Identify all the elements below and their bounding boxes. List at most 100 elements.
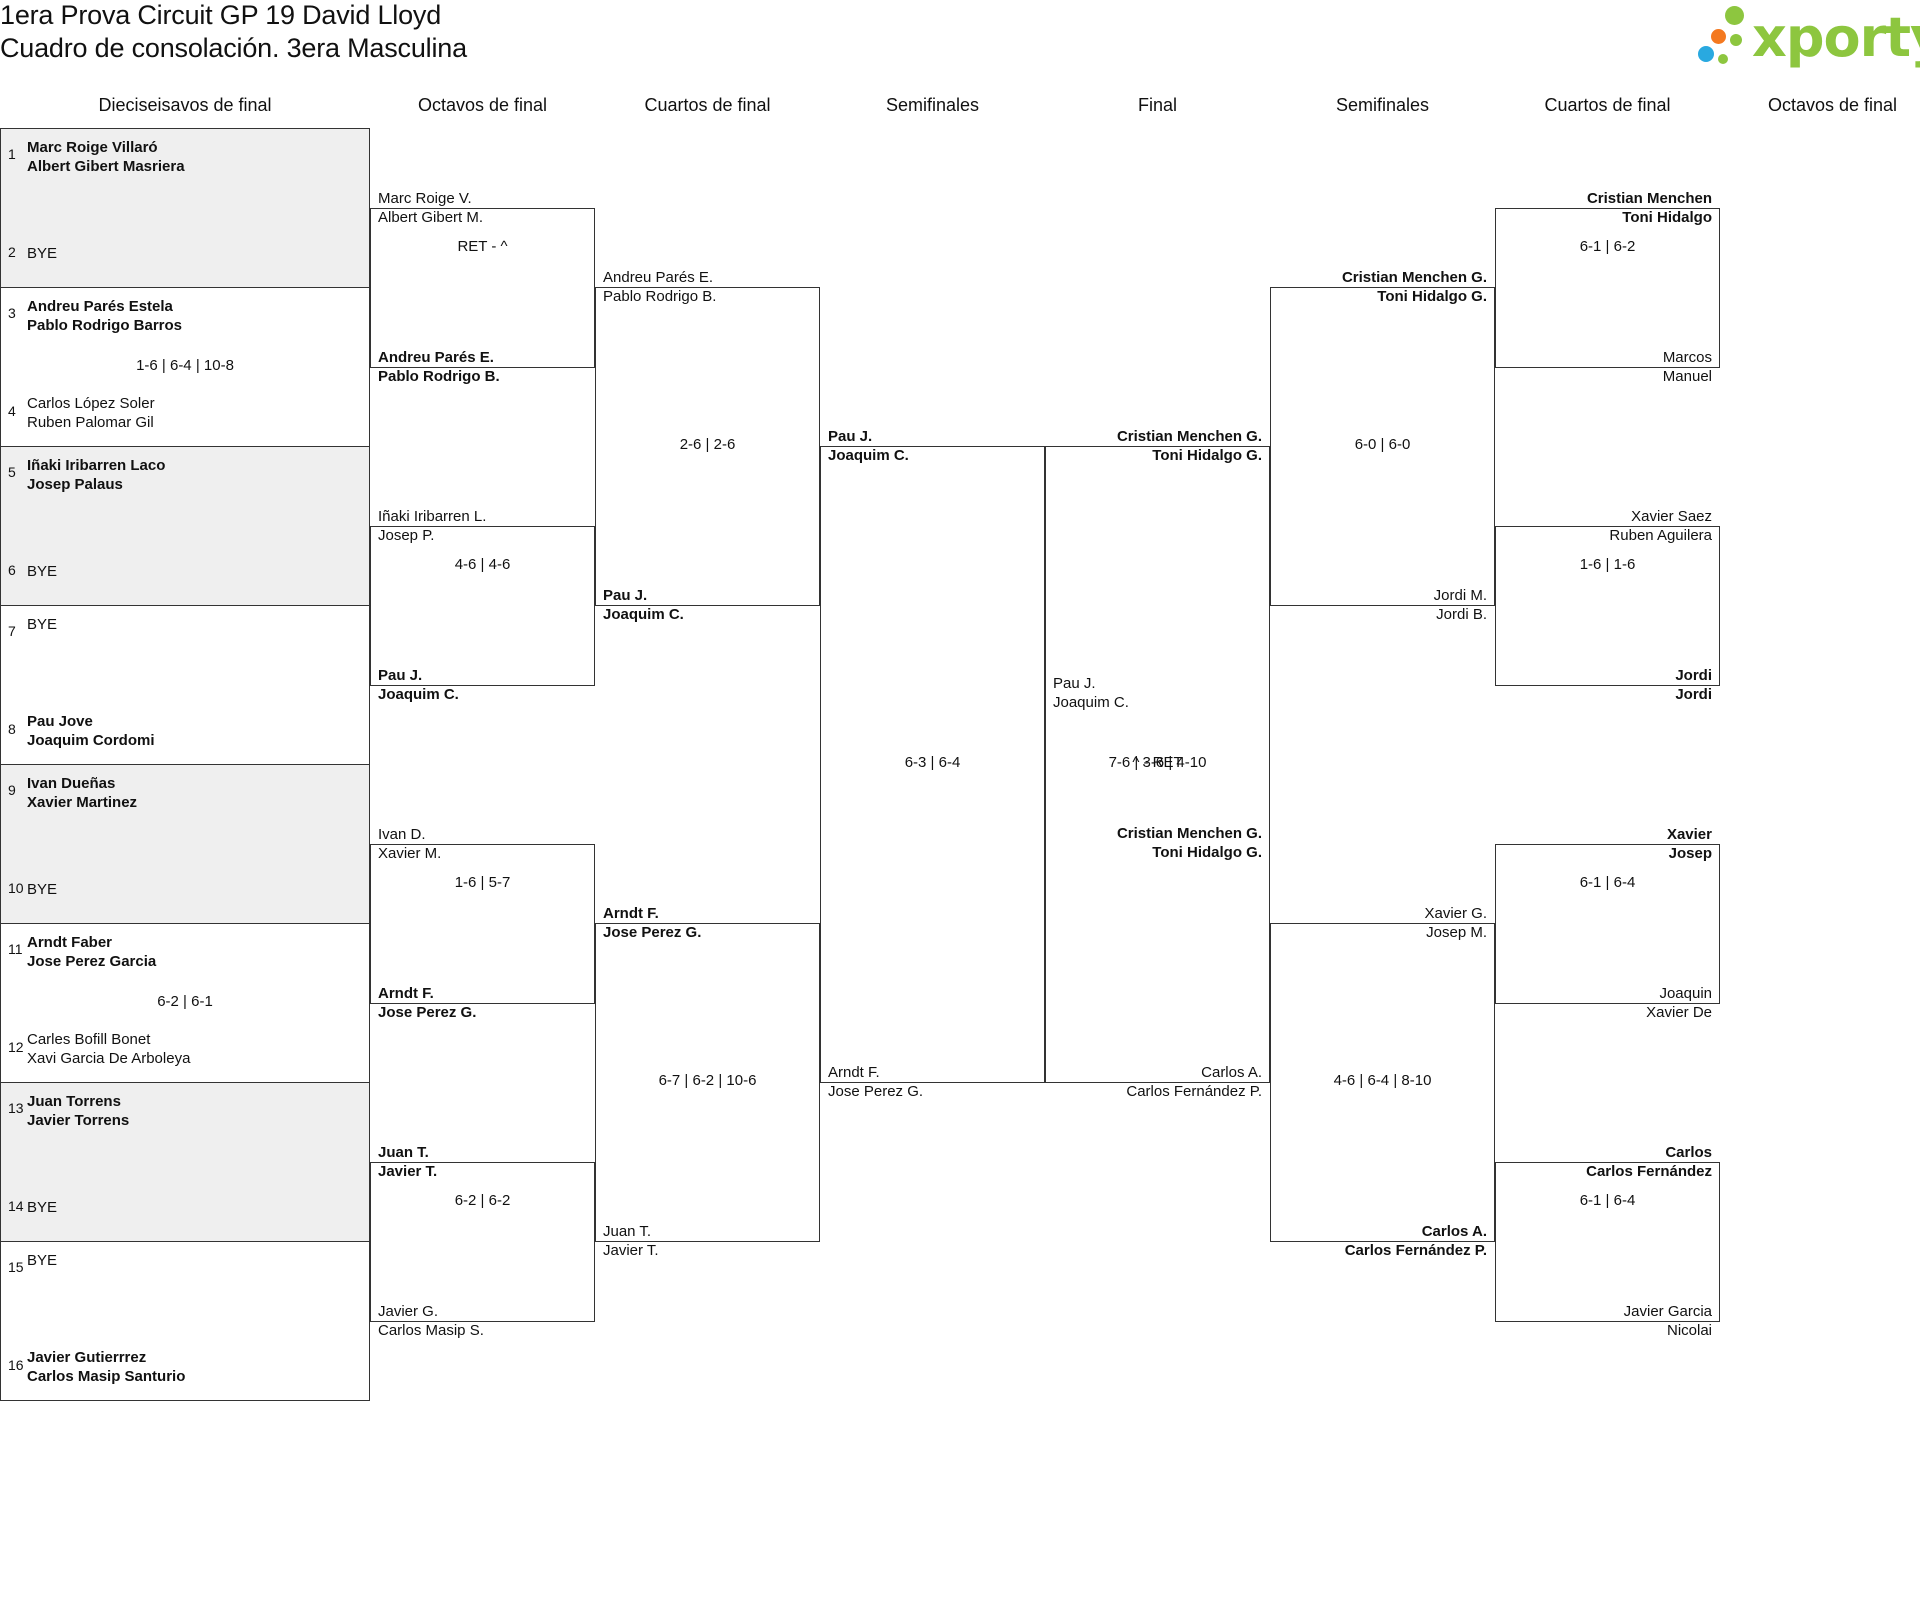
player-name: BYE	[27, 616, 58, 633]
r16-connector	[370, 1161, 595, 1322]
player-name: Carles Bofill Bonet	[27, 1031, 151, 1048]
player-name: Joaquim C.	[603, 606, 684, 623]
player-name: Javier G.	[378, 1302, 439, 1320]
player-name: Jose Perez G.	[828, 1083, 924, 1100]
qf-entry: Juan T.Javier T.	[603, 1222, 820, 1260]
logo-dot-green-tiny	[1718, 54, 1728, 64]
player-name: Toni Hidalgo G.	[1377, 288, 1487, 305]
match-score: 6-1 | 6-4	[1579, 1191, 1636, 1209]
seed-number: 10	[8, 880, 24, 896]
match-score: 1-6 | 6-4 | 10-8	[136, 357, 234, 374]
match-score: 4-6 | 6-4 | 8-10	[1333, 1072, 1432, 1089]
seed-number: 14	[8, 1198, 24, 1214]
player-name: Jordi M.	[1433, 587, 1487, 604]
seed-number: 4	[8, 403, 16, 419]
player-name: Ivan D.	[378, 825, 426, 843]
player-name: Andreu Parés Estela	[27, 298, 173, 315]
player-name: Pau J.	[1053, 675, 1096, 692]
r16-entry: Iñaki Iribarren L.Josep P.	[378, 507, 595, 545]
qf-entry: Pau J.Joaquim C.	[603, 586, 820, 624]
seed-number: 3	[8, 305, 16, 321]
player-name: Ruben Aguilera	[1609, 526, 1712, 544]
match-score: 4-6 | 4-6	[454, 555, 511, 573]
player-name: Javier T.	[603, 1242, 659, 1259]
player-name: Marc Roige V.	[378, 189, 472, 207]
r32-entry: BYE	[27, 562, 357, 581]
r32-entry: BYE	[27, 880, 357, 899]
final-entry-top: Pau J.Joaquim C.	[1053, 674, 1270, 712]
player-name: BYE	[27, 245, 58, 262]
logo-dot-blue	[1698, 46, 1714, 62]
player-name: Albert Gibert M.	[378, 208, 484, 226]
player-name: Andreu Parés E.	[603, 269, 714, 286]
round-header-r32: Dieciseisavos de final	[98, 95, 272, 115]
match-score: 6-7 | 6-2 | 10-6	[658, 1072, 757, 1089]
player-name: Andreu Parés E.	[378, 348, 494, 366]
r32-match-box	[0, 128, 370, 288]
player-name: BYE	[27, 881, 58, 898]
r16-entry: Marc Roige V.Albert Gibert M.	[378, 189, 595, 227]
qf-entry: Andreu Parés E.Pablo Rodrigo B.	[603, 268, 820, 306]
player-name: Joaquim C.	[378, 685, 459, 703]
seed-number: 6	[8, 562, 16, 578]
player-name: Xavier	[1666, 825, 1712, 843]
match-score: RET - ^	[457, 237, 508, 255]
player-name: Josep M.	[1426, 924, 1487, 941]
player-name: Carlos López Soler	[27, 395, 155, 412]
player-name: Ivan Dueñas	[27, 775, 116, 792]
player-name: Pau Jove	[27, 713, 93, 730]
player-name: Joaquim C.	[828, 447, 909, 464]
player-name: Iñaki Iribarren L.	[378, 507, 487, 525]
seed-number: 12	[8, 1039, 24, 1055]
logo-dot-green-small	[1730, 34, 1742, 46]
qf-connector	[595, 923, 820, 1242]
qf-connector	[1270, 923, 1495, 1242]
player-name: Cristian Menchen G.	[1116, 428, 1262, 445]
match-score: 1-6 | 1-6	[1579, 555, 1636, 573]
r32-entry: BYE	[27, 1251, 357, 1270]
r32-match-box	[0, 446, 370, 606]
r32-match-box	[0, 1241, 370, 1401]
r16-connector	[370, 207, 595, 368]
seed-number: 16	[8, 1357, 24, 1373]
qf-connector	[1270, 287, 1495, 606]
player-name: Carlos Fernández	[1586, 1162, 1712, 1180]
player-name: Javier T.	[378, 1162, 438, 1180]
seed-number: 11	[8, 941, 23, 957]
seed-number: 7	[8, 623, 16, 639]
player-name: Javier Torrens	[27, 1112, 130, 1129]
player-name: Manuel	[1662, 367, 1712, 385]
seed-number: 8	[8, 721, 16, 737]
player-name: Marcos	[1662, 348, 1712, 366]
r32-match-box	[0, 764, 370, 924]
player-name: Pablo Rodrigo Barros	[27, 317, 183, 334]
player-name: Iñaki Iribarren Laco	[27, 457, 166, 474]
player-name: Jose Perez G.	[603, 924, 702, 941]
player-name: Carlos Fernández P.	[1126, 1083, 1262, 1100]
player-name: Xavier M.	[378, 844, 442, 862]
seed-number: 2	[8, 244, 16, 260]
player-name: Carlos Fernández P.	[1344, 1242, 1487, 1259]
sf-connector	[820, 446, 1045, 1083]
player-name: Juan Torrens	[27, 1093, 121, 1110]
logo-dot-green	[1725, 6, 1744, 25]
match-score: 6-1 | 6-4	[1579, 873, 1636, 891]
seed-number: 15	[8, 1259, 24, 1275]
match-score: 6-3 | 6-4	[904, 754, 961, 771]
player-name: Jordi B.	[1436, 606, 1487, 623]
r16-entry: Ivan D.Xavier M.	[378, 825, 595, 863]
r16-entry: Pau J.Joaquim C.	[378, 666, 595, 704]
player-name: Pablo Rodrigo B.	[378, 367, 500, 385]
player-name: BYE	[27, 1199, 58, 1216]
player-name: Arndt F.	[828, 1064, 880, 1081]
